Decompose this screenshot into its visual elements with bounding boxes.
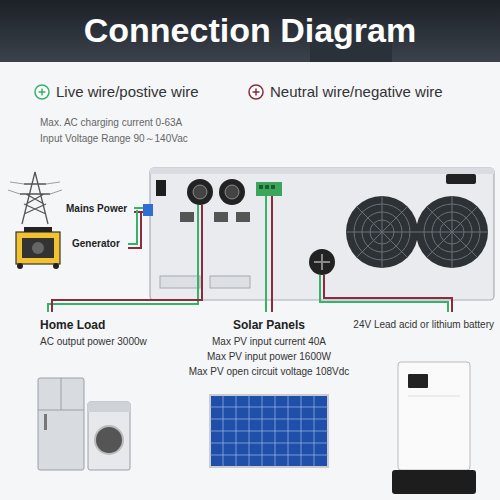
legend-text: Live wire/postive wire bbox=[56, 83, 199, 101]
spec-text: Max. AC charging current 0-63A bbox=[40, 117, 182, 129]
spec-text: AC output power 3000w bbox=[40, 336, 147, 348]
solar-panel-icon bbox=[210, 395, 328, 467]
spec-text: Max PV open circuit voltage 108Vdc bbox=[189, 366, 350, 378]
spec-text: Max PV input power 1600W bbox=[207, 351, 331, 363]
cooling-fan bbox=[346, 196, 418, 268]
device-heading: Home Load bbox=[40, 318, 105, 332]
power-tower-icon bbox=[8, 172, 62, 224]
generator-icon bbox=[16, 227, 60, 269]
cooling-fan bbox=[416, 196, 488, 268]
title-band bbox=[0, 0, 500, 62]
device-heading: Solar Panels bbox=[233, 318, 305, 332]
wires bbox=[48, 196, 452, 312]
source-label: Mains Power bbox=[66, 203, 127, 215]
spec-text: Max PV input current 40A bbox=[212, 336, 326, 348]
inverter-unit bbox=[143, 168, 494, 300]
diagram-title: Connection Diagram bbox=[84, 10, 416, 51]
appliance-icon bbox=[38, 378, 130, 470]
source-label: Generator bbox=[72, 238, 120, 250]
device-label: 24V Lead acid or lithium battery bbox=[353, 319, 494, 331]
ground bbox=[0, 62, 500, 500]
legend-swatch bbox=[249, 85, 263, 99]
spec-text: Input Voltage Range 90～140Vac bbox=[40, 133, 188, 145]
legend-text: Neutral wire/negative wire bbox=[270, 83, 443, 101]
battery-icon bbox=[392, 362, 476, 494]
legend-swatch bbox=[35, 85, 49, 99]
